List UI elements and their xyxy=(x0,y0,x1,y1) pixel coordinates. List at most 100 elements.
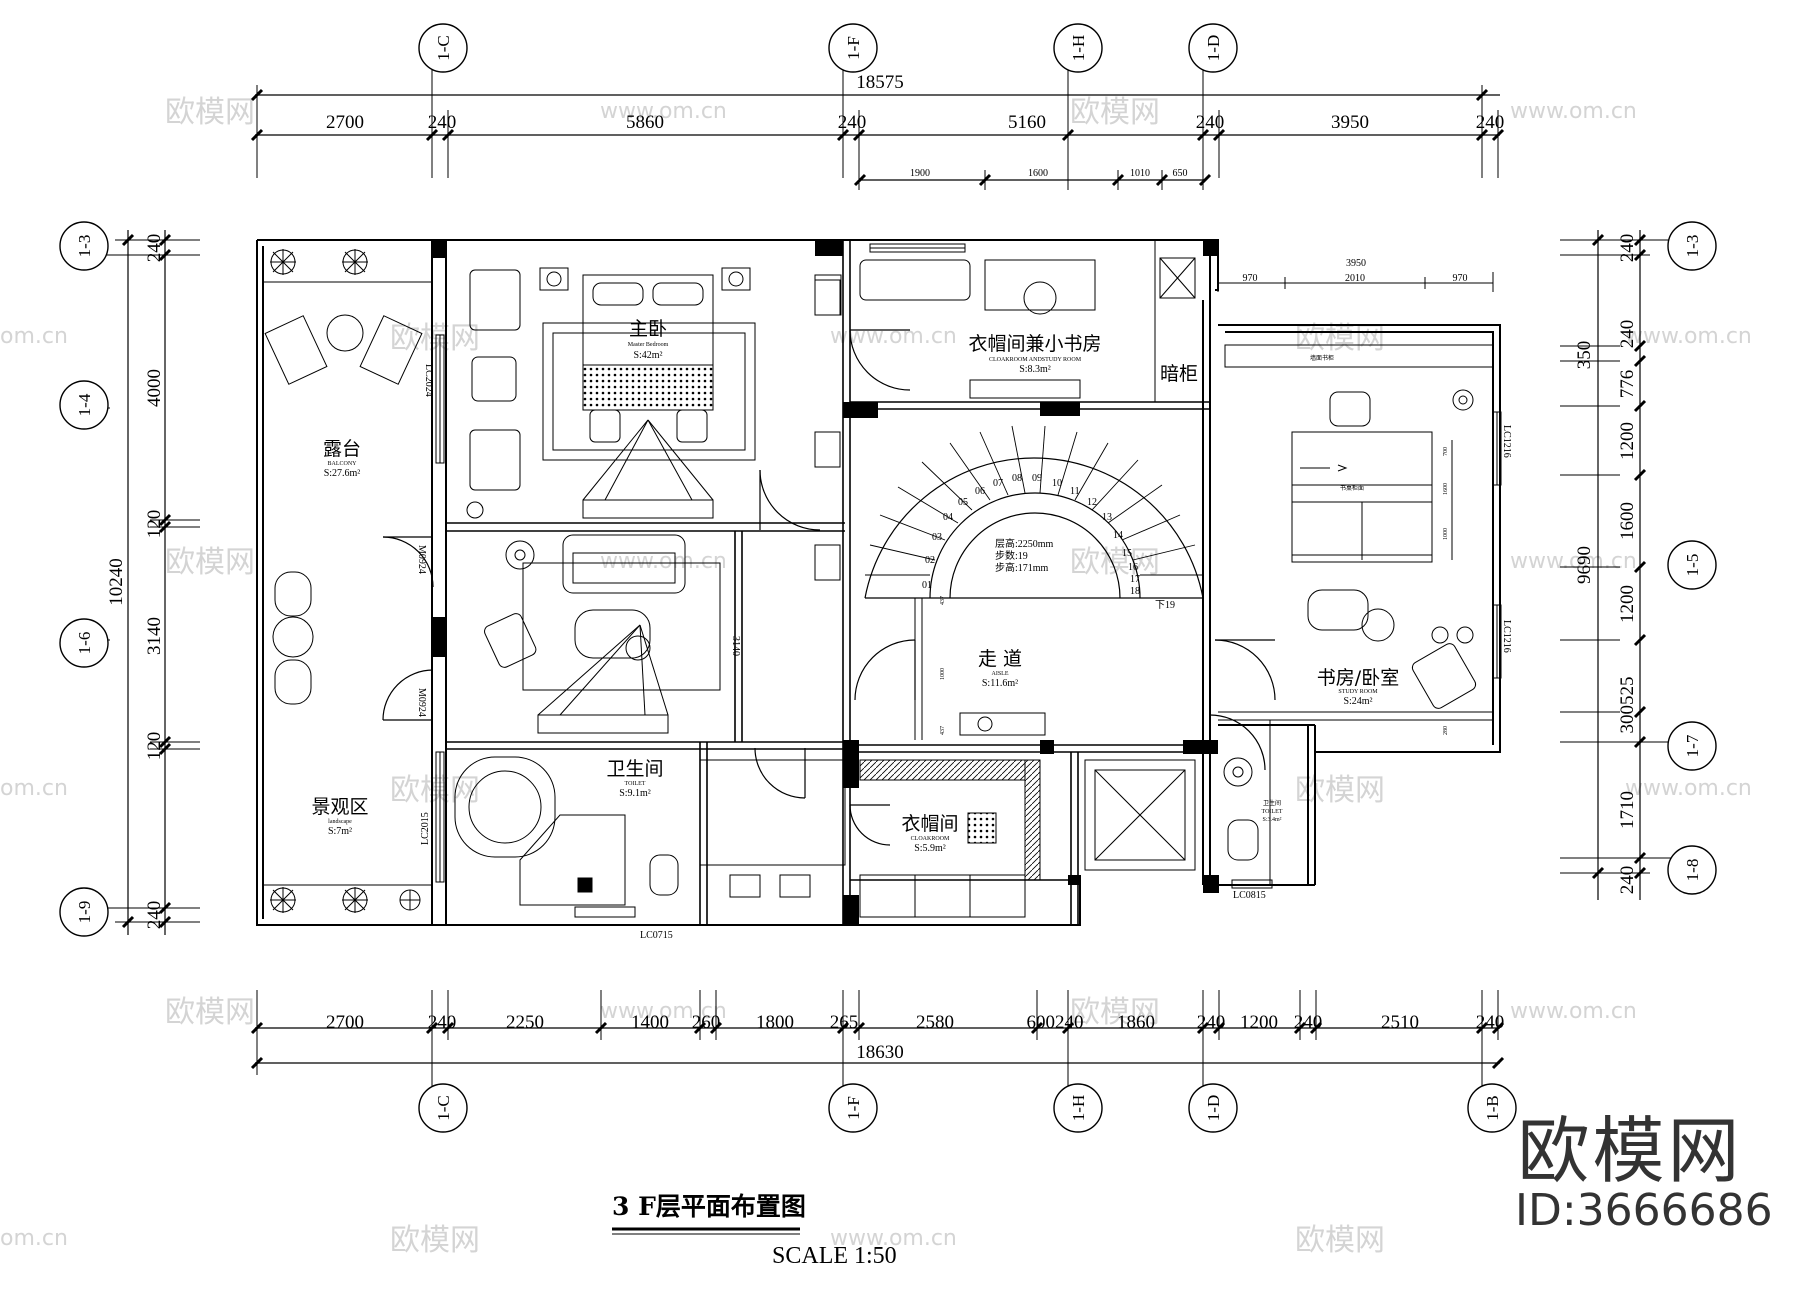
top-dimension-lines xyxy=(250,50,1505,190)
room-name-en: TOILET xyxy=(1262,809,1283,815)
clothes-rail xyxy=(859,759,1026,781)
watermark: 欧模网 xyxy=(1295,321,1385,356)
aisle-dim-text: 437 1000 437 xyxy=(940,596,946,735)
grid-label: 1-3 xyxy=(75,235,94,258)
grid-label: 1-B xyxy=(1483,1095,1502,1121)
stair-direction: 下19 xyxy=(1155,600,1175,611)
room-area: S:7m² xyxy=(328,826,352,837)
dim-total-top: 18575 xyxy=(856,72,904,93)
dim-text: 2700 xyxy=(326,1012,364,1033)
bottom-dimension-text: 2700 240 2250 1400 260 1800 265 2580 600… xyxy=(326,1012,1504,1063)
bathtub xyxy=(454,756,556,858)
inner-dim-text: 280 xyxy=(1443,726,1449,735)
staircase xyxy=(864,425,1204,599)
room-area: S:8.3m² xyxy=(1019,364,1051,375)
dim-text-small: 1900 xyxy=(910,168,930,179)
wardrobe xyxy=(969,379,1081,399)
lounge-furniture xyxy=(484,279,841,734)
grid-label: 1-3 xyxy=(1683,235,1702,258)
dim-text: 3950 xyxy=(1331,112,1369,133)
stair-info: 层高:2250mm xyxy=(995,537,1054,550)
right-grid-bubbles xyxy=(1667,221,1717,895)
dim-text: 120 xyxy=(144,510,165,539)
cloakroom-furniture xyxy=(859,759,1196,918)
window-label: LC1216 xyxy=(1501,620,1512,653)
dim-text: 1800 xyxy=(756,1012,794,1033)
pen-icon xyxy=(1300,464,1348,472)
step-number: 07 xyxy=(993,478,1003,489)
watermark: www.om.cn xyxy=(1510,99,1637,124)
office-chair xyxy=(1023,281,1057,315)
dim-text: 265 xyxy=(830,1012,859,1033)
watermark: www.om.cn xyxy=(600,99,727,124)
doors xyxy=(382,329,1276,846)
structural-columns xyxy=(433,240,1219,925)
dim-text-small: 650 xyxy=(1173,168,1188,179)
armchair xyxy=(1411,643,1477,709)
step-number: 13 xyxy=(1102,512,1112,523)
rug xyxy=(542,322,756,461)
step-number: 10 xyxy=(1052,478,1062,489)
right-wing-dims xyxy=(1217,272,1494,292)
brand-logo: 欧模网 ID:3666686 xyxy=(1515,1115,1773,1235)
watermark: www.om.cn xyxy=(1625,776,1752,801)
inner-dim-text: 3950 xyxy=(1346,258,1366,269)
watermark: 欧模网 xyxy=(1070,545,1160,580)
vanity-area xyxy=(699,759,846,866)
window-label: LC1216 xyxy=(1501,425,1512,458)
watermark: www.om.cn xyxy=(1625,324,1752,349)
inner-dim-text: 700 xyxy=(1443,447,1449,456)
wash-basin xyxy=(1223,757,1253,787)
toilet-fixtures xyxy=(454,756,846,906)
island-stool xyxy=(967,812,997,844)
watermark: 欧模网 xyxy=(165,545,255,580)
stair-info: 步数:19 xyxy=(995,549,1028,562)
dim-text: 1710 xyxy=(1617,791,1638,829)
top-dimension-text: 18575 2700 240 5860 240 5160 240 3950 24… xyxy=(326,72,1504,179)
furniture-label: 墙面书柜 xyxy=(1310,354,1334,362)
step-number: 18 xyxy=(1130,586,1140,597)
grid-label: 1-4 xyxy=(75,393,94,416)
grid-label: 1-D xyxy=(1204,1095,1223,1121)
title-underline xyxy=(612,1227,800,1235)
watermark: 欧模网 xyxy=(390,321,480,356)
left-grid-labels: 1-3 1-4 1-6 1-9 xyxy=(75,235,94,924)
room-name-cn: 暗柜 xyxy=(1160,363,1198,385)
dim-total-right: 9690 xyxy=(1574,546,1595,584)
inner-dim-text: 2010 xyxy=(1345,273,1365,284)
dim-text: 240 xyxy=(428,112,457,133)
watermark: www.om.cn xyxy=(600,999,727,1024)
inner-dim-text: 1600 xyxy=(1443,483,1449,495)
step-number: 04 xyxy=(943,512,953,523)
plant-icon xyxy=(270,249,421,913)
grid-label: 1-8 xyxy=(1683,859,1702,882)
windows xyxy=(435,243,1502,918)
watermark: 欧模网 xyxy=(1295,773,1385,808)
top-grid-bubbles xyxy=(418,23,1238,73)
dining-set xyxy=(272,571,314,705)
tv-cabinet xyxy=(582,499,714,519)
watermark: 欧模网 xyxy=(1070,995,1160,1030)
window-label: LC2015 xyxy=(420,812,431,845)
room-name-en: STUDY ROOM xyxy=(1338,689,1378,695)
dim-total-bottom: 18630 xyxy=(856,1042,904,1063)
dim-text: 3140 xyxy=(144,617,165,655)
dim-text: 240 xyxy=(1197,1012,1226,1033)
step-number: 06 xyxy=(975,486,985,497)
watermark: www.om.cn xyxy=(1510,549,1637,574)
watermark: 欧模网 xyxy=(390,773,480,808)
watermark: 欧模网 xyxy=(390,1223,480,1258)
dim-text: 1200 xyxy=(1617,585,1638,623)
window-label: LC0815 xyxy=(1233,890,1266,901)
door-label: M0924 xyxy=(416,688,427,717)
dim-text-small: 1600 xyxy=(1028,168,1048,179)
room-area: S:24m² xyxy=(1343,696,1372,707)
inner-dim-text: 437 xyxy=(940,726,946,735)
toilet2-fixtures xyxy=(1223,720,1271,885)
left-dimension-text: 10240 240 4000 120 3140 120 240 xyxy=(106,234,165,930)
room-name-en: TOILET xyxy=(625,781,646,787)
room-name-cn: 衣帽间兼小书房 xyxy=(968,333,1101,355)
dim-text: 5160 xyxy=(1008,112,1046,133)
grid-label: 1-7 xyxy=(1683,734,1702,757)
watermark: om.cn xyxy=(0,1226,68,1251)
